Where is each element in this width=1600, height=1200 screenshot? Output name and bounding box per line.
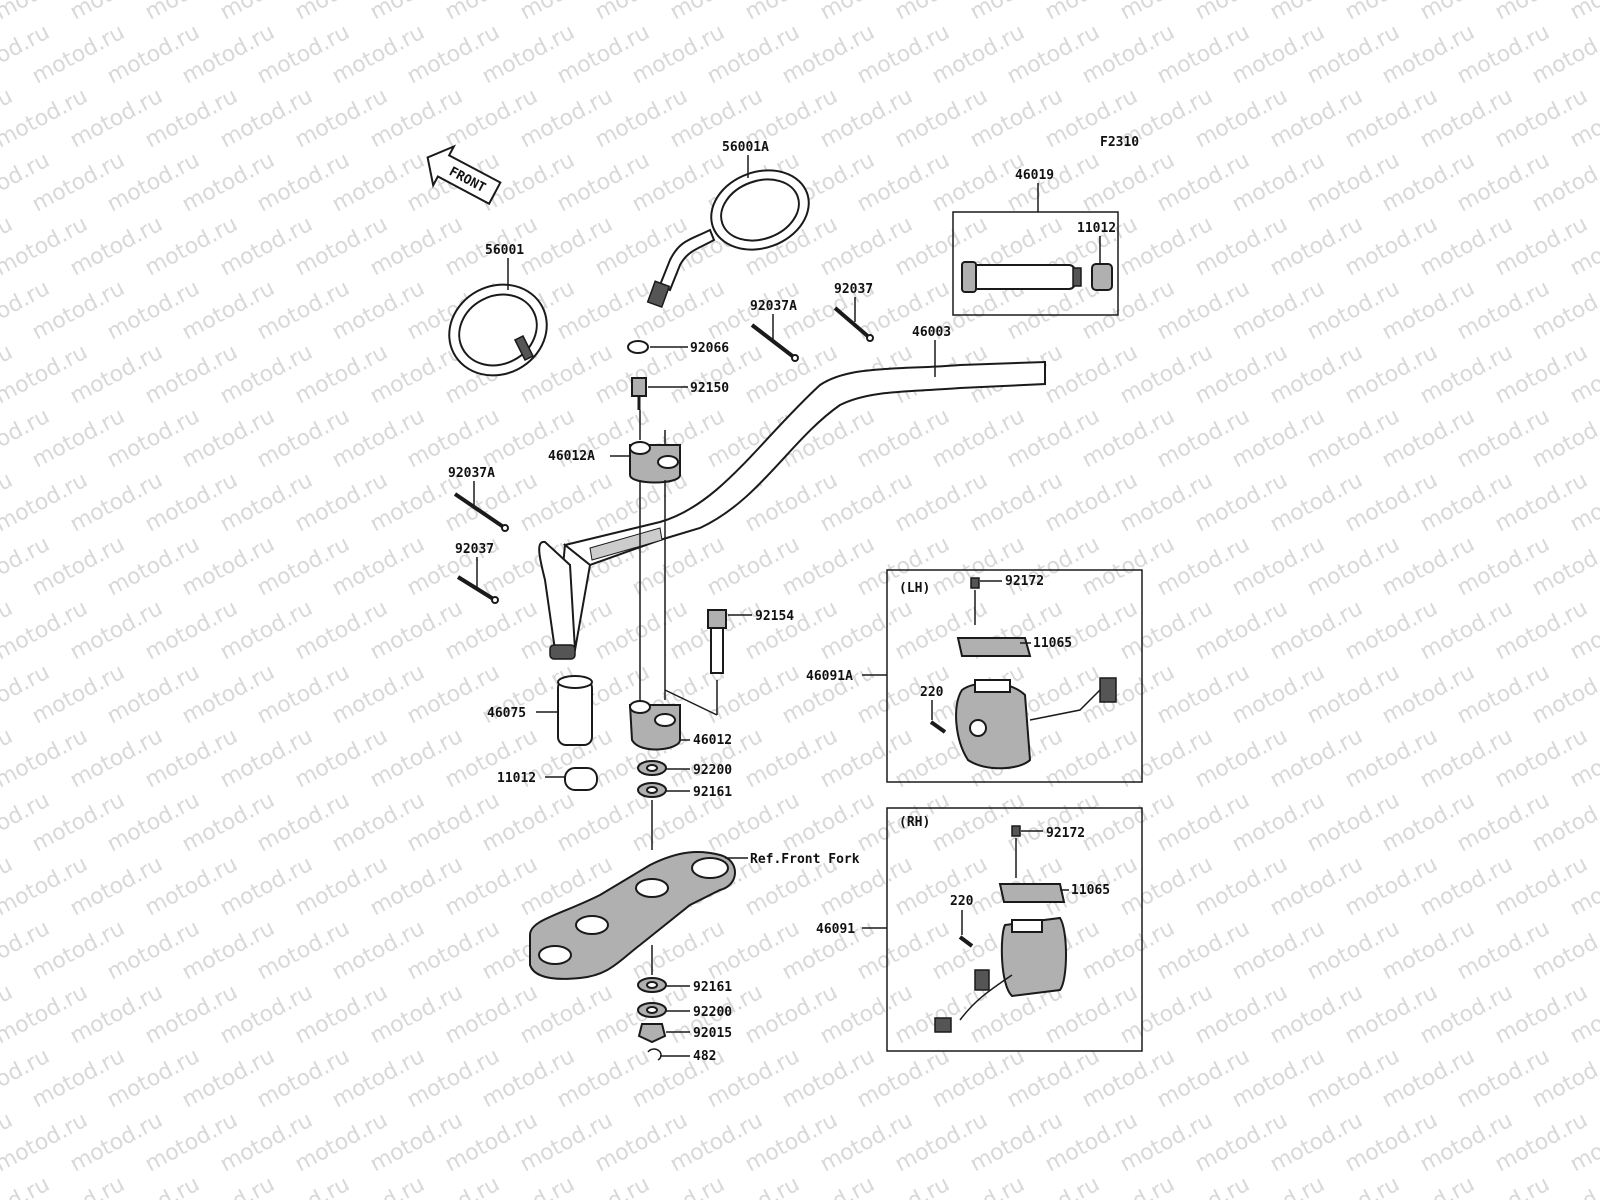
clip-482 [647,1048,662,1061]
label-92037a-left: 92037A [448,466,495,481]
label-92172-rh: 92172 [1046,826,1085,841]
watermark-text: motod.ru [1566,0,1600,25]
label-92037a-top: 92037A [750,299,797,314]
right-mirror-56001a [646,169,810,309]
figure-code: F2310 [1100,135,1139,150]
label-92161-top: 92161 [693,785,732,800]
label-92161-bottom: 92161 [693,980,732,995]
left-mirror-56001 [448,283,548,377]
label-46091a: 46091A [806,669,853,684]
cover-11065-lh [956,637,1032,657]
left-grip-46075 [557,675,593,746]
screw-220-rh [958,935,974,948]
lh-switch-housing-46091a [955,677,1117,770]
grip-box-46019 [952,211,1119,316]
label-46075: 46075 [487,706,526,721]
label-46091: 46091 [816,922,855,937]
label-46019: 46019 [1015,168,1054,183]
washer-92200-bottom [637,1002,667,1018]
right-grip-46019 [961,261,1082,293]
label-11065-rh: 11065 [1071,883,1110,898]
label-46012: 46012 [693,733,732,748]
screw-92172-rh [1011,825,1021,837]
label-56001: 56001 [485,243,524,258]
label-92015: 92015 [693,1026,732,1041]
label-11065-lh: 11065 [1033,636,1072,651]
rh-switch-box [886,807,1143,1052]
label-ref-front-fork: Ref.Front Fork [750,852,860,867]
washer-92066 [627,340,649,354]
nut-92015 [637,1023,667,1044]
label-56001a: 56001A [722,140,769,155]
washer-92161-top [637,782,667,798]
label-92150: 92150 [690,381,729,396]
grip-end-cap-11012 [1091,263,1113,291]
label-92037-top: 92037 [834,282,873,297]
label-220-lh: 220 [920,685,944,700]
label-11012-left: 11012 [497,771,536,786]
pin-92037a-left [453,492,509,532]
watermark-text: motod.ru [0,1172,54,1200]
label-220-rh: 220 [950,894,974,909]
lh-switch-box [886,569,1143,783]
rh-switch-housing-46091 [934,916,1067,1033]
label-92172-lh: 92172 [1005,574,1044,589]
bolt-92150 [631,377,647,410]
lh-box-label: (LH) [899,581,930,596]
bolt-92154 [707,609,727,674]
upper-triple-clamp [529,851,736,980]
left-end-cap-11012 [564,767,598,791]
label-11012-grip: 11012 [1077,221,1116,236]
washer-92200-top [637,760,667,776]
label-92037-left: 92037 [455,542,494,557]
pin-92037-left [456,575,499,604]
screw-220-lh [929,720,947,734]
label-92200-top: 92200 [693,763,732,778]
cover-11065-rh [998,883,1066,903]
label-46003: 46003 [912,325,951,340]
label-92200-bottom: 92200 [693,1005,732,1020]
holder-upper-46012a [629,441,681,484]
label-482: 482 [693,1049,716,1064]
pin-92037-top [833,306,874,342]
holder-lower-46012 [628,700,681,751]
label-46012a: 46012A [548,449,595,464]
handlebar-46003 [538,360,1046,660]
rh-box-label: (RH) [899,815,930,830]
pin-92037a-top [750,323,799,362]
label-92066: 92066 [690,341,729,356]
washer-92161-bottom [637,977,667,993]
label-92154: 92154 [755,609,794,624]
screw-92172-lh [970,577,980,589]
